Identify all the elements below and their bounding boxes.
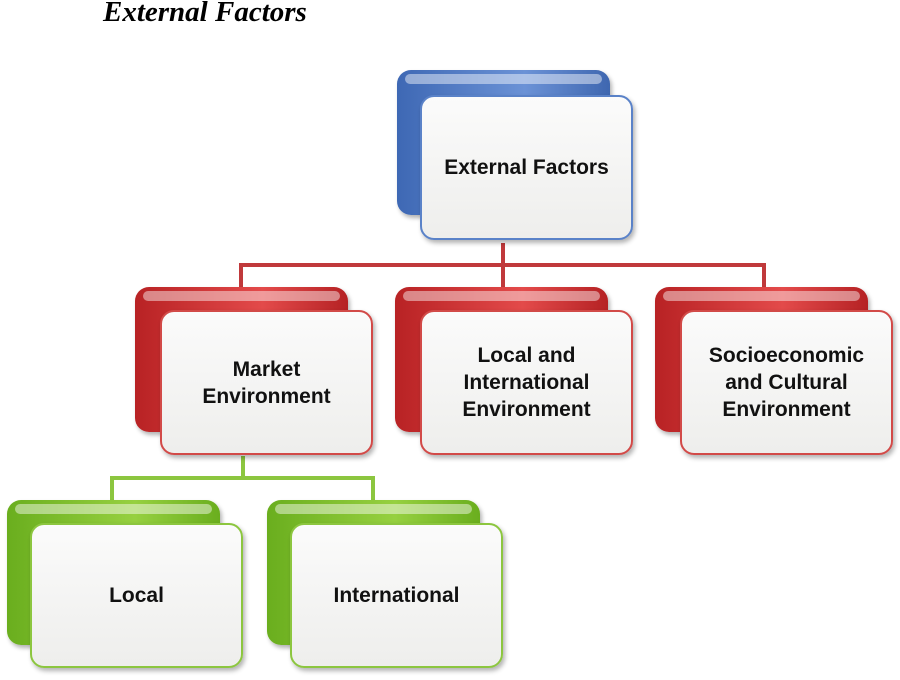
connector <box>110 476 114 502</box>
figure-title: External Factors <box>103 0 307 28</box>
node-root: External Factors <box>420 95 633 240</box>
connector <box>241 456 245 480</box>
node-market-environment: Market Environment <box>160 310 373 455</box>
node-local: Local <box>30 523 243 668</box>
node-local-international-environment: Local and International Environment <box>420 310 633 455</box>
connector <box>239 263 243 289</box>
connector <box>371 476 375 502</box>
connector <box>110 476 375 480</box>
connector <box>501 263 505 289</box>
node-international: International <box>290 523 503 668</box>
connector <box>501 243 505 267</box>
node-socioeconomic-cultural-environment: Socioeconomic and Cultural Environment <box>680 310 893 455</box>
connector <box>762 263 766 289</box>
